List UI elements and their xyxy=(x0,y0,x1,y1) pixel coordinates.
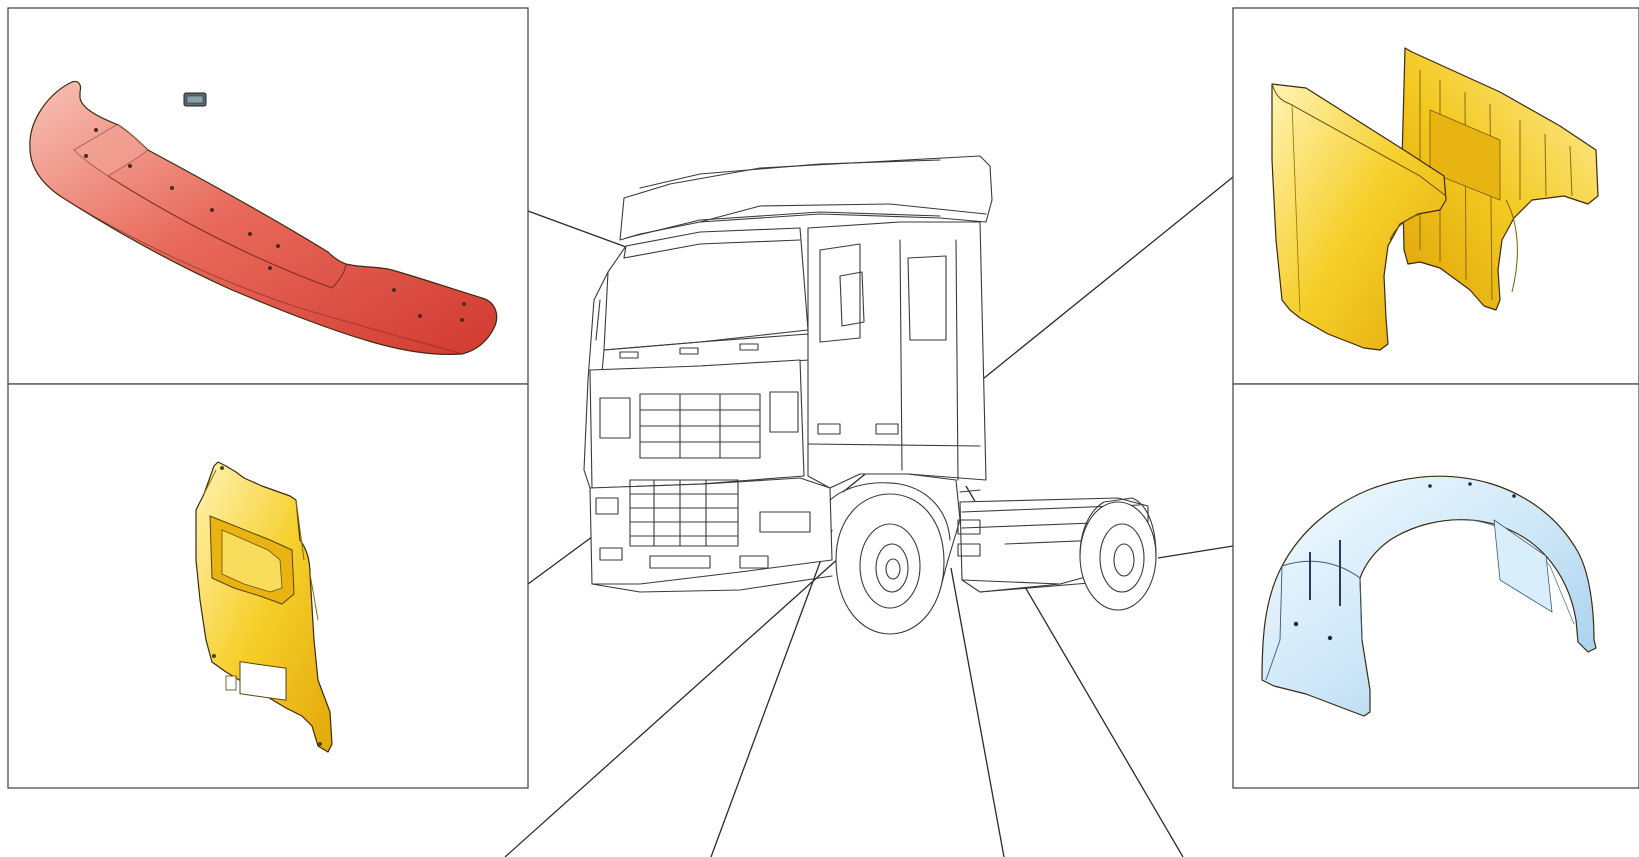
truck-illustration xyxy=(584,156,1156,634)
leader-corner-panel xyxy=(528,531,600,584)
cab-side-skirt-panel xyxy=(1233,8,1639,384)
rear-wheel-mudguard-panel xyxy=(1233,384,1639,788)
spoiler-clip-part xyxy=(184,93,206,106)
front-corner-panel-panel xyxy=(8,384,528,788)
front-wheel xyxy=(830,483,950,634)
leader-spoiler xyxy=(528,211,626,247)
leader-bottom-1 xyxy=(505,557,840,857)
roof-spoiler-panel xyxy=(8,8,528,384)
leader-mudguard xyxy=(1158,546,1233,558)
leader-bottom-3 xyxy=(951,568,1004,857)
